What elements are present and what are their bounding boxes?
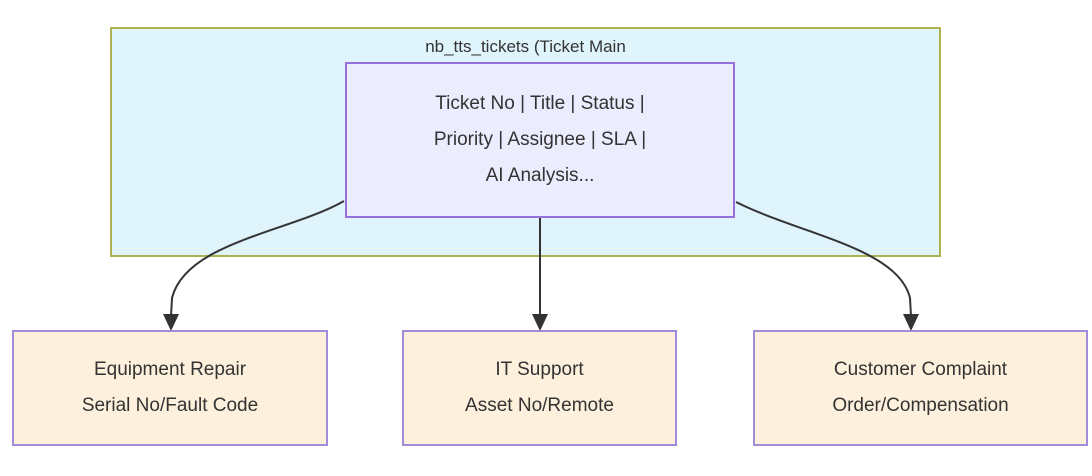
node-text-line: Equipment Repair <box>93 359 247 380</box>
node-text-line: Customer Complaint <box>833 359 1008 380</box>
node-ticket-fields: Ticket No | Title | Status | Priority | … <box>345 62 735 218</box>
node-text-line: Serial No/Fault Code <box>81 395 259 416</box>
node-text-line: IT Support <box>495 359 584 380</box>
node-customer-complaint: Customer Complaint Order/Compensation <box>753 330 1088 446</box>
node-it-support: IT Support Asset No/Remote <box>402 330 677 446</box>
node-equipment-repair: Equipment Repair Serial No/Fault Code <box>12 330 328 446</box>
node-text-line: AI Analysis... <box>485 165 595 186</box>
arrowhead-equipment-repair <box>163 314 179 331</box>
arrowhead-it-support <box>532 314 548 331</box>
node-text-line: Ticket No | Title | Status | <box>435 93 645 114</box>
node-text-line: Asset No/Remote <box>465 395 614 416</box>
arrowhead-customer-complaint <box>903 314 919 331</box>
node-text-line: Priority | Assignee | SLA | <box>433 129 647 150</box>
cluster-title: nb_tts_tickets (Ticket Main <box>425 37 626 56</box>
node-text-line: Order/Compensation <box>832 395 1009 416</box>
